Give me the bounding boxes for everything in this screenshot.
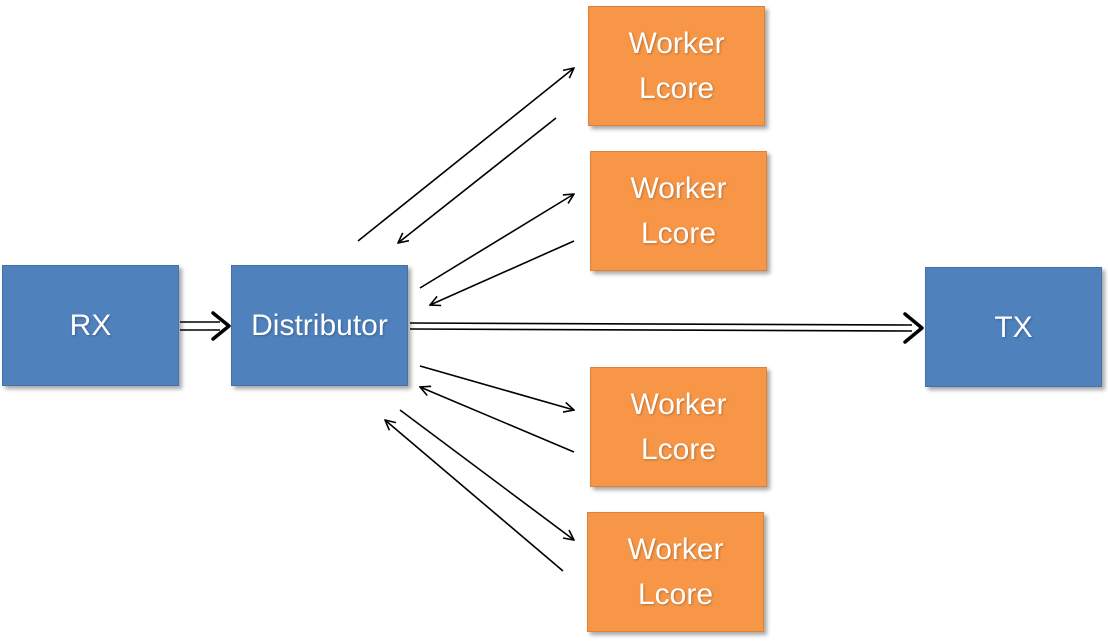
worker-lcore-4: Worker Lcore [587,512,764,632]
arrow-from-worker-1 [398,117,557,243]
arrow-to-worker-4 [399,409,574,540]
rx-node: RX [2,265,179,386]
arrow-from-worker-2 [430,240,575,305]
distributor-node: Distributor [231,265,408,386]
worker-lcore-label: Worker Lcore [628,27,725,105]
worker-lcore-1: Worker Lcore [588,6,765,126]
arrow-distributor-to-tx [409,312,924,344]
worker-lcore-label: Worker Lcore [627,533,724,611]
worker-lcore-2: Worker Lcore [590,151,767,271]
arrow-to-worker-3 [419,365,574,410]
arrow-rx-to-distributor [180,311,231,341]
tx-node: TX [925,267,1102,387]
arrow-to-worker-2 [419,194,574,289]
tx-label: TX [994,310,1033,344]
worker-lcore-3: Worker Lcore [590,367,767,487]
arrow-from-worker-4 [385,420,564,572]
arrow-to-worker-1 [357,68,574,242]
worker-lcore-label: Worker Lcore [630,388,727,466]
worker-lcore-label: Worker Lcore [630,172,727,250]
rx-label: RX [69,309,112,342]
arrow-from-worker-3 [420,387,575,453]
distributor-label: Distributor [251,309,388,342]
